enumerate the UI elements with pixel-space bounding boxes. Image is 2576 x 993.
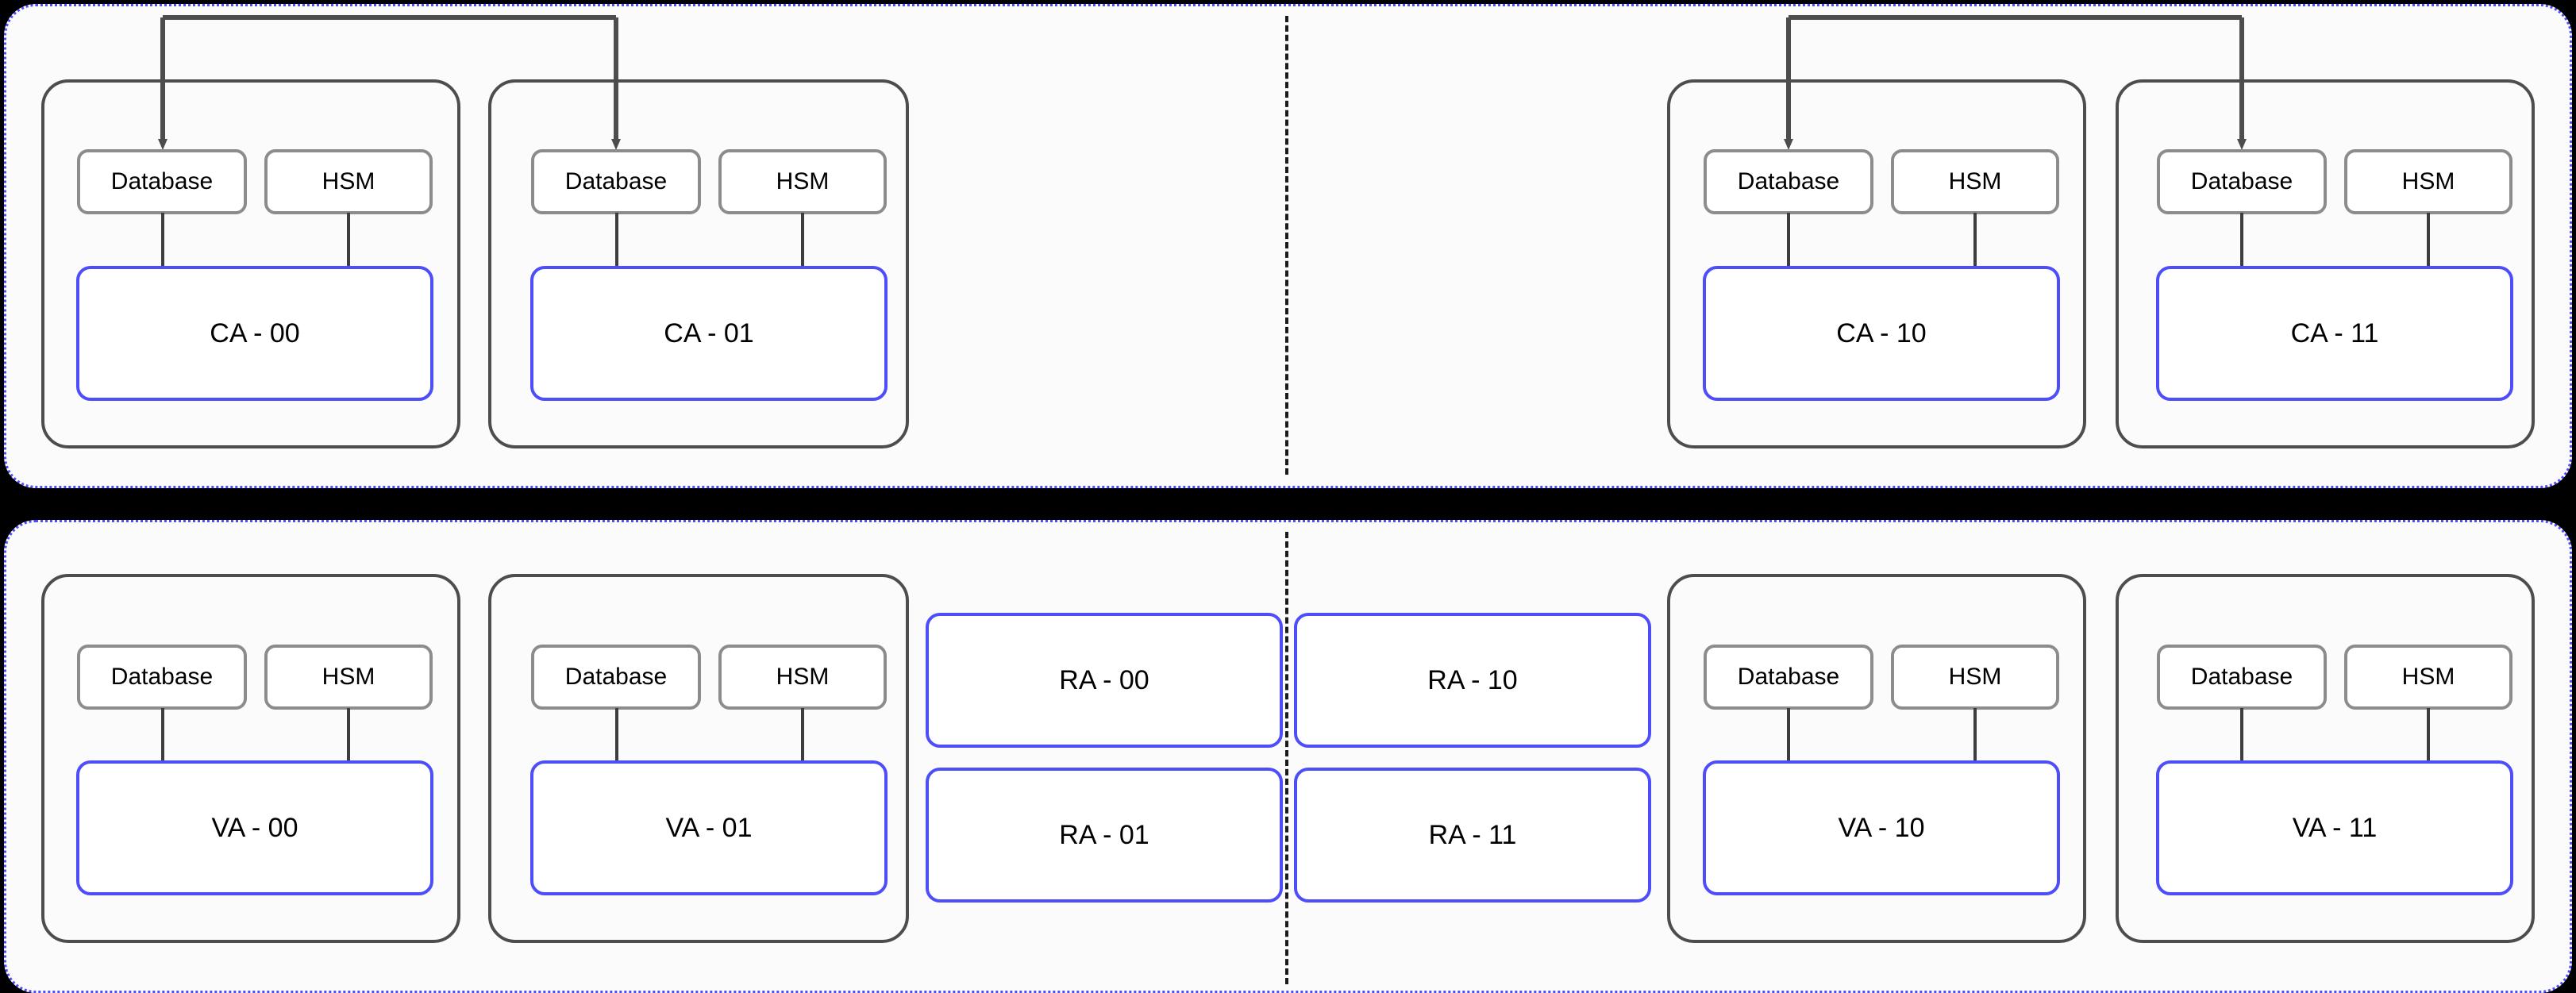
ca-10-hsm-stem: [1973, 213, 1977, 268]
va-01-hsm-stem: [801, 708, 804, 764]
group-ca-01[interactable]: [488, 79, 909, 448]
va-10-hsm-stem: [1973, 708, 1977, 764]
ca-00-hsm[interactable]: HSM: [264, 149, 433, 214]
ra-01[interactable]: RA - 01: [926, 768, 1283, 903]
ca-00-hsm-stem: [347, 213, 350, 268]
ca-00-database[interactable]: Database: [77, 149, 247, 214]
site-divider-top: [1285, 16, 1288, 475]
va-00-database[interactable]: Database: [77, 645, 247, 710]
ra-00[interactable]: RA - 00: [926, 613, 1283, 748]
group-ca-11[interactable]: [2116, 79, 2535, 448]
ca-00-main[interactable]: CA - 00: [76, 266, 433, 401]
ca-01-main[interactable]: CA - 01: [530, 266, 888, 401]
va-11-hsm-stem: [2427, 708, 2430, 764]
group-va-10[interactable]: [1667, 574, 2086, 943]
ca-01-db-stem: [615, 213, 618, 268]
ca-11-main[interactable]: CA - 11: [2156, 266, 2513, 401]
va-11-main[interactable]: VA - 11: [2156, 760, 2513, 895]
ca-11-database[interactable]: Database: [2157, 149, 2327, 214]
ca-10-main[interactable]: CA - 10: [1703, 266, 2060, 401]
va-10-hsm[interactable]: HSM: [1891, 645, 2059, 710]
group-va-11[interactable]: [2116, 574, 2535, 943]
group-ca-10[interactable]: [1667, 79, 2086, 448]
va-00-db-stem: [161, 708, 164, 764]
va-10-main[interactable]: VA - 10: [1703, 760, 2060, 895]
ca-11-hsm[interactable]: HSM: [2344, 149, 2512, 214]
ca-10-hsm[interactable]: HSM: [1891, 149, 2059, 214]
group-va-01[interactable]: [488, 574, 909, 943]
ra-11[interactable]: RA - 11: [1294, 768, 1651, 903]
ca-10-database[interactable]: Database: [1704, 149, 1873, 214]
va-00-hsm-stem: [347, 708, 350, 764]
va-10-db-stem: [1787, 708, 1790, 764]
va-10-database[interactable]: Database: [1704, 645, 1873, 710]
ca-01-hsm[interactable]: HSM: [718, 149, 887, 214]
va-01-main[interactable]: VA - 01: [530, 760, 888, 895]
va-00-main[interactable]: VA - 00: [76, 760, 433, 895]
ra-10[interactable]: RA - 10: [1294, 613, 1651, 748]
va-01-db-stem: [615, 708, 618, 764]
va-11-database[interactable]: Database: [2157, 645, 2327, 710]
site-divider-bottom: [1285, 532, 1288, 984]
ca-00-db-stem: [161, 213, 164, 268]
ca-11-db-stem: [2240, 213, 2243, 268]
group-va-00[interactable]: [41, 574, 460, 943]
va-11-hsm[interactable]: HSM: [2344, 645, 2512, 710]
va-01-hsm[interactable]: HSM: [718, 645, 887, 710]
va-01-database[interactable]: Database: [531, 645, 701, 710]
ca-11-hsm-stem: [2427, 213, 2430, 268]
ca-01-hsm-stem: [801, 213, 804, 268]
va-11-db-stem: [2240, 708, 2243, 764]
group-ca-00[interactable]: [41, 79, 460, 448]
va-00-hsm[interactable]: HSM: [264, 645, 433, 710]
ca-10-db-stem: [1787, 213, 1790, 268]
ca-01-database[interactable]: Database: [531, 149, 701, 214]
